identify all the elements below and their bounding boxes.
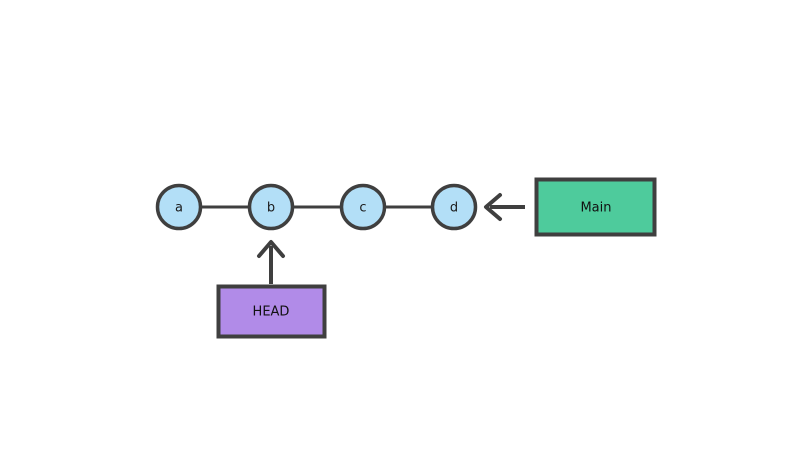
commit-circle-b[interactable] [247, 183, 295, 231]
commit-node-d[interactable]: d [430, 183, 478, 231]
head-rect[interactable] [216, 284, 327, 339]
commit-node-c[interactable]: c [339, 183, 387, 231]
commit-label-c: c [359, 201, 366, 216]
main-branch-label: Main [580, 201, 611, 216]
main-arrow-head [484, 193, 502, 221]
commit-circle-c[interactable] [339, 183, 387, 231]
commit-circle-d[interactable] [430, 183, 478, 231]
main-pointer-arrow-icon [484, 193, 525, 221]
commit-label-d: d [450, 201, 458, 216]
main-branch-box[interactable]: Main [534, 177, 657, 237]
commit-circle-a[interactable] [155, 183, 203, 231]
head-box[interactable]: HEAD [216, 284, 327, 339]
head-arrow-head [257, 240, 285, 258]
commit-label-b: b [267, 201, 275, 216]
commit-node-b[interactable]: b [247, 183, 295, 231]
commit-node-a[interactable]: a [155, 183, 203, 231]
head-label: HEAD [253, 305, 290, 320]
commit-label-a: a [175, 201, 183, 216]
main-branch-rect[interactable] [534, 177, 657, 237]
head-pointer-arrow-icon [257, 240, 285, 284]
